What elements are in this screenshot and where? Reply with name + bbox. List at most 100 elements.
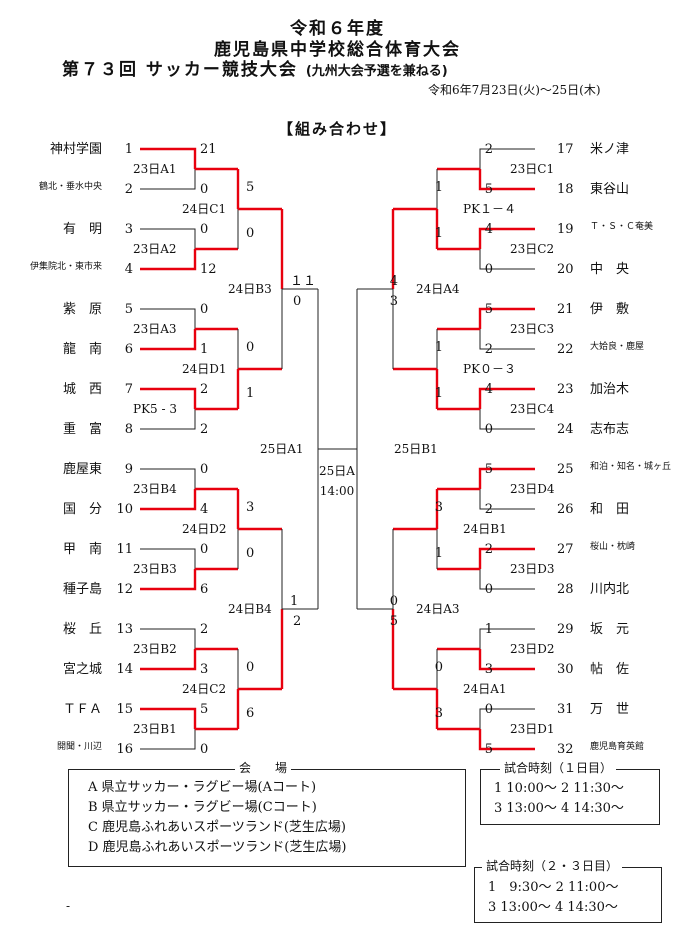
right-r1-bot-line — [478, 649, 535, 671]
right-r1-top-line — [479, 148, 535, 169]
left-r1-score-top: 21 — [200, 142, 217, 157]
left-team-name: 龍 南 — [62, 342, 102, 357]
left-team-seed: 16 — [116, 742, 133, 757]
right-r1-score-top: 0 — [484, 702, 493, 717]
left-r2-label: 24日C1 — [182, 202, 227, 216]
right-r1-label: 23日D1 — [510, 722, 555, 736]
right-r1-top-line — [478, 307, 535, 329]
times-day1-line2: 3 13:00～ 4 14:30～ — [494, 801, 624, 816]
left-team-seed: 3 — [124, 222, 133, 237]
times-day23-heading: 試合時刻（２・３日目） — [482, 860, 623, 872]
left-r1-score-bot: 1 — [200, 342, 209, 357]
section-heading: 【組み合わせ】 — [277, 120, 397, 138]
left-r1-top-line — [140, 228, 196, 249]
left-r2-label: 24日D2 — [182, 522, 227, 536]
right-r1-score-top: 1 — [484, 622, 493, 637]
left-r1-label: 23日B3 — [133, 562, 177, 576]
right-team-name: 大姶良・鹿屋 — [590, 342, 645, 352]
left-r1-score-top: 0 — [200, 462, 209, 477]
right-r1-score-bot: 0 — [484, 262, 493, 277]
right-team-seed: 18 — [557, 182, 574, 197]
right-r2-score-bot: 1 — [434, 226, 443, 241]
right-r1-label: 23日D3 — [510, 562, 555, 576]
right-r2-label: PK１－４ — [463, 202, 517, 216]
left-r1-bot-line — [140, 249, 197, 271]
left-team-name: 紫 原 — [62, 302, 102, 317]
right-r2-score-top: 3 — [434, 500, 443, 515]
right-r3-score-bot: 3 — [389, 294, 398, 309]
venue-heading: 会 場 — [235, 762, 292, 774]
right-r1-bot-line — [478, 729, 535, 751]
left-r1-label: 23日A3 — [133, 322, 177, 336]
times-day1-heading: 試合時刻（１日目） — [500, 762, 617, 774]
right-team-name: 加治木 — [590, 382, 630, 397]
right-r3-label: 24日A3 — [416, 602, 460, 616]
left-team-seed: 1 — [124, 142, 133, 157]
right-r2-label: PK０－３ — [463, 362, 517, 376]
left-r1-top-line — [140, 308, 196, 329]
right-r1-bot-line — [479, 409, 535, 430]
right-r1-top-line — [478, 227, 535, 249]
right-team-seed: 17 — [557, 142, 574, 157]
left-r1-score-bot: 0 — [200, 182, 209, 197]
left-r2-score-bot: 1 — [246, 386, 255, 401]
right-r2-score-top: 0 — [434, 660, 443, 675]
right-r2-score-top: 1 — [434, 180, 443, 195]
left-team-name: 国 分 — [62, 502, 102, 517]
left-r1-bot-line — [140, 169, 196, 190]
venue-a: A 県立サッカー・ラグビー場(Aコート) — [88, 780, 317, 795]
left-team-name: 伊集院北・東市来 — [29, 262, 102, 272]
right-r1-top-line — [478, 387, 535, 409]
left-r2-score-top: 0 — [246, 660, 255, 675]
right-r3-score-top: 0 — [389, 594, 398, 609]
left-team-name: 桜 丘 — [62, 622, 102, 637]
left-r1-score-top: 2 — [200, 382, 209, 397]
left-r1-label: 23日B1 — [133, 722, 177, 736]
left-team-name: 甲 南 — [62, 542, 102, 557]
right-r1-bot-line — [479, 569, 535, 590]
right-r1-score-bot: 5 — [484, 742, 493, 757]
right-team-name: 志布志 — [590, 422, 630, 437]
left-r1-score-bot: 6 — [200, 582, 209, 597]
left-r2-score-bot: 0 — [246, 226, 255, 241]
right-r1-score-top: 2 — [484, 542, 493, 557]
final-label: 25日A — [319, 464, 355, 478]
right-team-name: 桜山・枕崎 — [590, 542, 636, 552]
right-r1-score-top: 2 — [484, 142, 493, 157]
times-day1-line1: 1 10:00～ 2 11:30～ — [494, 781, 624, 796]
title-line3-note: (九州大会予選を兼ねる) — [305, 64, 448, 79]
left-r1-label: 23日B2 — [133, 642, 177, 656]
right-r2-score-bot: 3 — [434, 706, 443, 721]
left-team-seed: 11 — [116, 542, 133, 557]
right-r1-label: 23日C2 — [510, 242, 555, 256]
left-team-seed: 10 — [116, 502, 133, 517]
right-r2-label: 24日B1 — [463, 522, 507, 536]
left-team-seed: 14 — [116, 662, 133, 677]
right-r1-bot-line — [478, 169, 535, 191]
left-team-seed: 5 — [124, 302, 133, 317]
right-team-name: 和泊・知名・城ヶ丘 — [590, 462, 672, 472]
right-r1-score-top: 4 — [484, 222, 493, 237]
right-r2-label: 24日A1 — [463, 682, 507, 696]
right-team-seed: 22 — [557, 342, 574, 357]
right-team-name: 川内北 — [590, 582, 630, 597]
left-r2-label: 24日D1 — [182, 362, 227, 376]
left-r1-score-bot: 3 — [200, 662, 209, 677]
right-r1-top-line — [478, 467, 535, 489]
right-team-seed: 30 — [557, 662, 574, 677]
right-team-name: 米ノ津 — [590, 142, 630, 157]
right-team-seed: 27 — [557, 542, 574, 557]
title-line2: 鹿児島県中学校総合体育大会 — [214, 40, 461, 60]
right-team-seed: 32 — [557, 742, 574, 757]
left-r1-label: 23日A2 — [133, 242, 177, 256]
right-r2-score-bot: 1 — [434, 386, 443, 401]
left-r1-score-top: 5 — [200, 702, 209, 717]
right-r1-score-bot: 0 — [484, 422, 493, 437]
left-r1-top-line — [140, 468, 196, 489]
right-r3-score-bot: 5 — [389, 614, 398, 629]
footer-mark: - — [66, 899, 71, 913]
right-r1-score-top: 5 — [484, 302, 493, 317]
left-semi-label: 25日A1 — [260, 442, 304, 456]
right-team-seed: 28 — [557, 582, 574, 597]
